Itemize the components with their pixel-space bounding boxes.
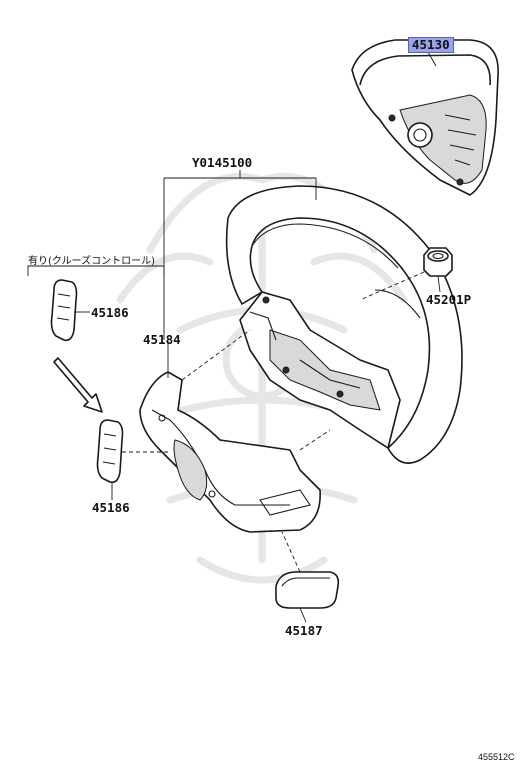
- cover-dashed-leader-left: [181, 329, 251, 381]
- label-45186-top[interactable]: 45186: [91, 305, 129, 320]
- nut-dashed-leader: [359, 271, 425, 301]
- cruise-note-bracket: [27, 265, 165, 276]
- label-45186-bottom[interactable]: 45186: [92, 500, 130, 515]
- leader-45130: [427, 51, 437, 67]
- cover-dashed-leader-right: [299, 429, 331, 451]
- label-45184[interactable]: 45184: [143, 332, 181, 347]
- label-45201p[interactable]: 45201P: [426, 292, 472, 307]
- switch-45186-bottom[interactable]: [96, 419, 124, 484]
- switch-45186-top[interactable]: [50, 279, 78, 342]
- nut-45201p[interactable]: [423, 247, 453, 277]
- steering-wheel[interactable]: [225, 185, 463, 464]
- cap-dashed-leader: [281, 531, 301, 573]
- cap-45187[interactable]: [275, 571, 340, 609]
- assembly-bracket: [163, 170, 317, 340]
- label-y0145100[interactable]: Y0145100: [192, 155, 253, 170]
- airbag-assembly[interactable]: [351, 39, 499, 196]
- label-45130[interactable]: 45130: [408, 37, 454, 53]
- lower-cover[interactable]: [139, 371, 321, 533]
- cruise-control-note: 有り(クルーズコントロール): [28, 256, 156, 267]
- replacement-arrow: [53, 357, 103, 413]
- leader-45201p: [437, 275, 441, 293]
- label-45187[interactable]: 45187: [285, 623, 323, 638]
- leader-45187: [299, 607, 307, 623]
- diagram-code: 455512C: [478, 752, 515, 762]
